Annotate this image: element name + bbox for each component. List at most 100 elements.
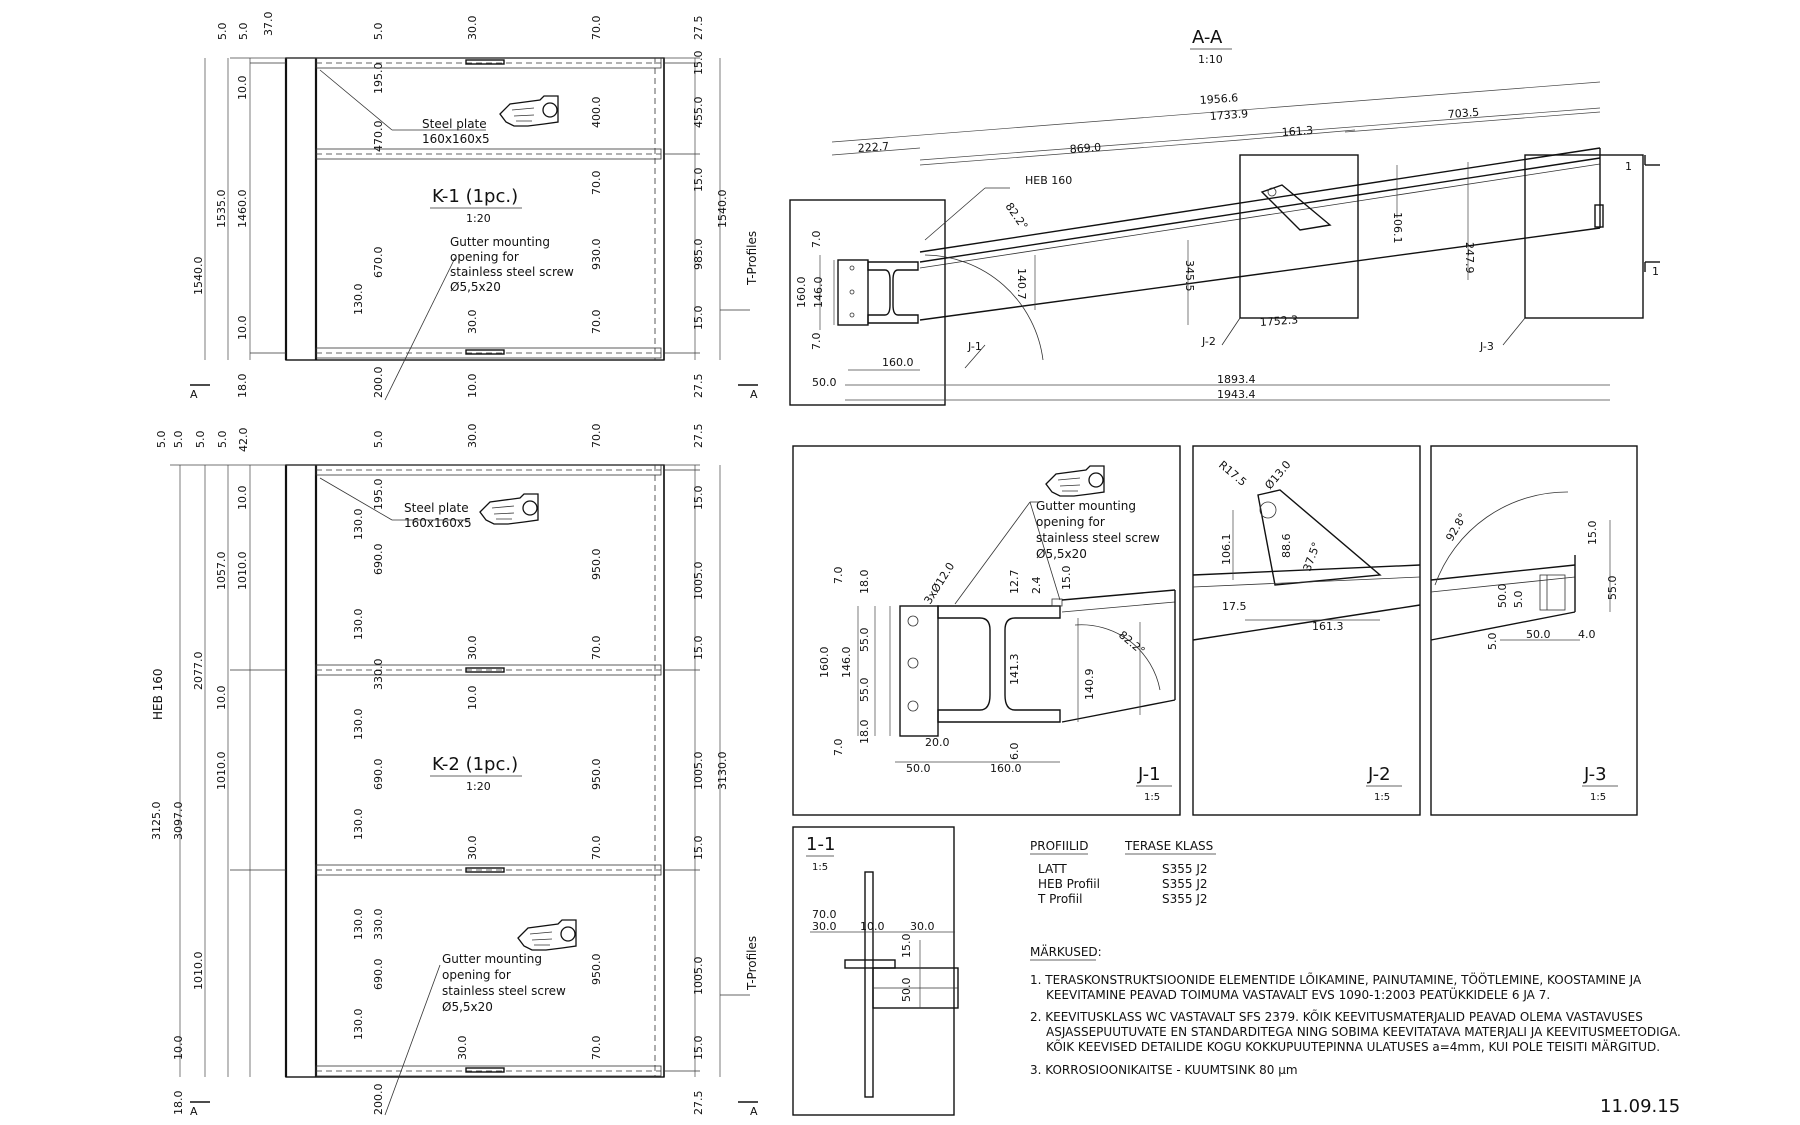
k2-heb-label: HEB 160 [151, 668, 165, 720]
dimension-label: 15.0 [1060, 566, 1073, 591]
dimension-label: 30.0 [466, 636, 479, 661]
dimension-label: 6.0 [1008, 743, 1021, 761]
dimension-label: 141.3 [1008, 654, 1021, 686]
k1-section-left: A [190, 388, 198, 401]
dimension-label: 15.0 [692, 168, 705, 193]
profile-table: PROFIILID TERASE KLASS LATT S355 J2 HEB … [1030, 839, 1216, 906]
dimension-label: 161.3 [1281, 124, 1313, 139]
dimension-label: 1005.0 [692, 957, 705, 996]
dimension-label: 130.0 [352, 284, 365, 316]
aa-joint-j2: J-2 [1201, 335, 1216, 348]
dimension-label: 10.0 [172, 1036, 185, 1061]
dimension-label: 345.5 [1183, 260, 1196, 292]
s11-label: 1-1 [806, 834, 835, 855]
k2-scale: 1:20 [466, 780, 491, 793]
hand-marker-icon [1045, 465, 1105, 497]
dimension-label: 30.0 [466, 424, 479, 449]
dimension-label: 130.0 [352, 1009, 365, 1041]
dimension-label: 106.1 [1391, 212, 1404, 244]
dimension-label: 30.0 [466, 16, 479, 41]
dimension-label: 30.0 [456, 1036, 469, 1061]
k1-texts: K-1 (1pc.) 1:20 Steel plate 160x160x5 Gu… [190, 12, 759, 402]
k1-elevation [190, 57, 758, 401]
dimension-label: 470.0 [372, 121, 385, 153]
k2-gutter-1: Gutter mounting [442, 952, 542, 966]
dimension-label: 160.0 [818, 647, 831, 679]
k2-texts: K-2 (1pc.) 1:20 Steel plate 160x160x5 Gu… [150, 424, 759, 1119]
k1-gutter-3: stainless steel screw [450, 265, 574, 279]
j1-texts: J-1 1:5 3xØ12.0 Gutter mounting opening … [818, 499, 1172, 803]
dimension-label: 15.0 [692, 1036, 705, 1061]
dimension-label: 15.0 [1586, 521, 1599, 546]
dimension-label: 70.0 [590, 171, 603, 196]
k1-gutter-1: Gutter mounting [450, 235, 550, 249]
dimension-label: 160.0 [990, 762, 1022, 775]
table-row-grade: S355 J2 [1162, 877, 1208, 891]
s11-scale: 1:5 [812, 862, 828, 873]
dimension-label: 5.0 [1512, 591, 1525, 609]
k2-gutter-2: opening for [442, 968, 511, 982]
dimension-label: 690.0 [372, 544, 385, 576]
dimension-label: 200.0 [372, 1084, 385, 1116]
dimension-label: 55.0 [858, 628, 871, 653]
dimension-label: 30.0 [910, 920, 935, 933]
dimension-label: 195.0 [372, 63, 385, 95]
j1-holes: 3xØ12.0 [922, 560, 958, 606]
k2-gutter-3: stainless steel screw [442, 984, 566, 998]
dimension-label: 1535.0 [215, 190, 228, 229]
aa-scale: 1:10 [1198, 53, 1223, 66]
dimension-label: 70.0 [590, 636, 603, 661]
k2-plate-label: Steel plate [404, 501, 469, 515]
dimension-label: Ø5,5x20 [1036, 547, 1087, 561]
dimension-label: 130.0 [352, 609, 365, 641]
dimension-label: 15.0 [692, 51, 705, 76]
dimension-label: 10.0 [860, 920, 885, 933]
k1-section-right: A [750, 388, 758, 401]
dimension-label: 4.0 [1578, 628, 1596, 641]
dimension-label: 1005.0 [692, 562, 705, 601]
dimension-label: 7.0 [810, 231, 823, 249]
s11-texts: 1-1 1:5 70.0 30.0 10.0 30.0 15.0 50.0 [806, 834, 935, 1002]
k2-section-right: A [750, 1105, 758, 1118]
aa-texts: A-A 1:10 HEB 160 1956.6 1733.9 703.5 222… [795, 27, 1659, 401]
k1-gutter-2: opening for [450, 250, 519, 264]
table-row-profile: T Profiil [1037, 892, 1082, 906]
table-row-profile: LATT [1038, 862, 1067, 876]
k2-gutter-4: Ø5,5x20 [442, 1000, 493, 1014]
dimension-label: 106.1 [1220, 534, 1233, 566]
dimension-label: 5.0 [372, 23, 385, 41]
detail-j2 [1192, 445, 1421, 816]
dimension-label: 7.0 [832, 739, 845, 757]
dimension-label: 950.0 [590, 549, 603, 581]
aa-heb: HEB 160 [1025, 174, 1072, 187]
dimension-label: 160.0 [882, 356, 914, 369]
dimension-label: Ø13.0 [1262, 458, 1293, 492]
dimension-label: 50.0 [900, 978, 913, 1003]
j3-scale: 1:5 [1590, 792, 1606, 803]
aa-joint-j3: J-3 [1479, 340, 1494, 353]
dimension-label: 7.0 [832, 567, 845, 585]
k1-tprofiles: T-Profiles [745, 231, 759, 286]
dimension-label: 12.7 [1008, 570, 1021, 595]
j2-label: J-2 [1367, 764, 1391, 785]
drawing-date: 11.09.15 [1600, 1096, 1680, 1117]
dimension-label: opening for [1036, 515, 1105, 529]
dimension-label: 146.0 [812, 277, 825, 309]
dimension-label: 455.0 [692, 97, 705, 129]
dimension-label: 82.2° [1003, 200, 1031, 232]
j3-texts: J-3 1:5 92.8° 15.0 55.0 50.0 5.0 5.0 50.… [1443, 511, 1619, 803]
dimension-label: 1540.0 [716, 190, 729, 229]
k1-scale: 1:20 [466, 212, 491, 225]
dimension-label: 5.0 [155, 431, 168, 449]
note-line: KÕIK KEEVISED DETAILIDE KOGU KOKKUPUUTEP… [1046, 1039, 1660, 1054]
dimension-label: 10.0 [215, 686, 228, 711]
dimension-label: 3125.0 [150, 802, 163, 841]
notes-title: MÄRKUSED: [1030, 944, 1102, 959]
dimension-label: 30.0 [812, 920, 837, 933]
aa-joint-j1: J-1 [967, 340, 982, 353]
dimension-label: 15.0 [692, 306, 705, 331]
dimension-label: 330.0 [372, 909, 385, 941]
dimension-label: 690.0 [372, 759, 385, 791]
dimension-label: 20.0 [925, 736, 950, 749]
